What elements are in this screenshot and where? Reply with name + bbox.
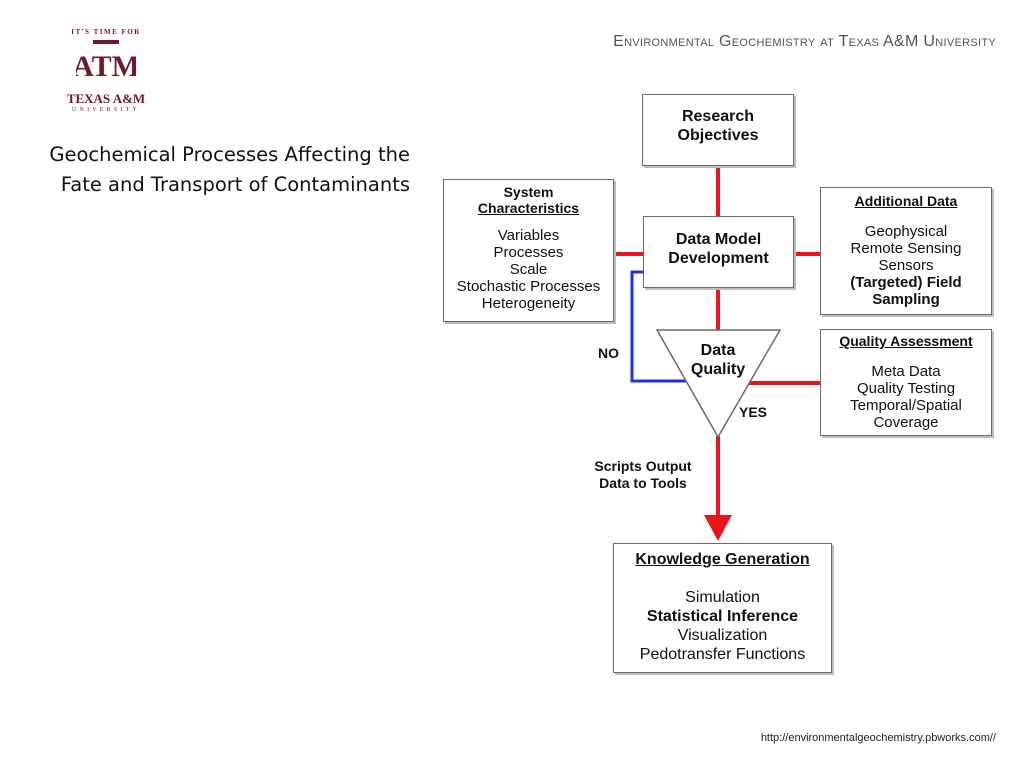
header-title: Environmental Geochemistry at Texas A&M … — [613, 33, 996, 50]
research-line1: Research — [681, 108, 755, 125]
model-line2: Development — [668, 250, 769, 267]
quality-line1: Data — [700, 342, 736, 359]
scripts-line2: Data to Tools — [599, 475, 687, 491]
additional-item: Geophysical — [864, 223, 948, 240]
additional-item: Sensors — [878, 257, 934, 274]
logo-university: UNIVERSITY — [72, 107, 140, 113]
knowledge-generation-box: Knowledge Generation Simulation Statisti… — [613, 543, 832, 673]
logo-tagline: IT'S TIME FOR — [71, 28, 141, 36]
assessment-item: Coverage — [873, 414, 939, 431]
system-heading-line1: System — [503, 184, 554, 200]
research-objectives-box: Research Objectives — [642, 94, 794, 166]
no-label: NO — [598, 345, 619, 361]
slide-title-line1: Geochemical Processes Affecting the — [49, 143, 410, 166]
knowledge-item: Simulation — [685, 589, 760, 606]
logo-name: TEXAS A&M — [66, 91, 146, 106]
system-item: Heterogeneity — [481, 295, 576, 312]
assessment-item: Temporal/Spatial — [850, 397, 962, 414]
scripts-line1: Scripts Output — [594, 458, 692, 474]
system-heading-line2: Characteristics — [477, 200, 580, 216]
footer-url[interactable]: http://environmentalgeochemistry.pbworks… — [760, 732, 996, 744]
slide-title: Geochemical Processes Affecting the Fate… — [18, 140, 410, 200]
research-line2: Objectives — [677, 127, 759, 144]
system-item: Scale — [509, 261, 548, 278]
yes-label: YES — [739, 404, 768, 420]
additional-item: Sampling — [872, 291, 940, 308]
atm-monogram-icon: ATM — [72, 40, 140, 83]
knowledge-item: Visualization — [677, 627, 768, 644]
system-item: Variables — [497, 227, 560, 244]
quality-assessment-box: Quality Assessment Meta Data Quality Tes… — [820, 329, 992, 436]
data-model-box: Data Model Development — [643, 216, 794, 288]
knowledge-heading: Knowledge Generation — [635, 551, 810, 568]
no-loop-connector — [630, 270, 700, 383]
logo-monogram: ATM — [76, 50, 136, 83]
additional-item: (Targeted) Field — [850, 274, 962, 291]
additional-data-box: Additional Data Geophysical Remote Sensi… — [820, 187, 992, 315]
assessment-heading: Quality Assessment — [839, 333, 973, 349]
scripts-output-label: Scripts Output Data to Tools — [578, 458, 708, 492]
assessment-item: Meta Data — [871, 363, 941, 380]
tamu-logo: IT'S TIME FOR ATM TEXAS A&M UNIVERSITY — [58, 28, 154, 113]
additional-heading: Additional Data — [854, 193, 958, 209]
system-characteristics-box: System Characteristics Variables Process… — [443, 179, 614, 322]
knowledge-item: Statistical Inference — [646, 608, 799, 625]
data-quality-label: Data Quality — [668, 341, 768, 379]
system-item: Stochastic Processes — [456, 278, 601, 295]
down-arrow-icon — [704, 515, 732, 541]
knowledge-item: Pedotransfer Functions — [639, 646, 806, 663]
slide-title-line2: Fate and Transport of Contaminants — [60, 173, 410, 196]
assessment-item: Quality Testing — [856, 380, 956, 397]
data-quality-triangle — [655, 329, 782, 439]
model-line1: Data Model — [675, 231, 762, 248]
quality-line2: Quality — [690, 361, 746, 378]
system-item: Processes — [493, 244, 564, 261]
additional-item: Remote Sensing — [850, 240, 962, 257]
